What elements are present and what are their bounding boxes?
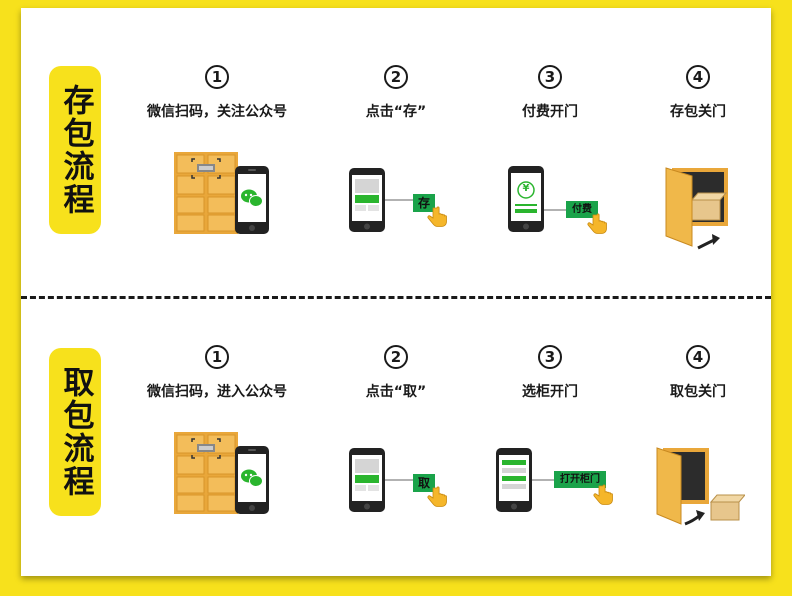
phone-icon — [508, 166, 544, 232]
store-step-4: 4 存包关门 — [608, 65, 788, 121]
hand-pointer-icon — [587, 213, 609, 235]
wechat-icon — [241, 189, 263, 207]
step-title: 付费开门 — [522, 104, 578, 120]
package-icon — [690, 192, 728, 221]
process-card: 存包流程 1 微信扫码，关注公众号 2 点击“存” 3 付费开门 4 存包关门 — [21, 8, 771, 576]
retrieve-process-label: 取包流程 — [49, 348, 101, 516]
hand-pointer-icon — [593, 484, 615, 506]
arrow-icon — [697, 234, 720, 250]
step-title: 点击“取” — [365, 384, 427, 400]
step-title: 微信扫码，关注公众号 — [147, 104, 287, 120]
step-title: 取包关门 — [670, 384, 726, 400]
connector-line — [544, 208, 566, 212]
locker-icon — [174, 432, 238, 514]
pay-button: 付费 — [566, 201, 598, 218]
hand-pointer-icon — [427, 486, 449, 508]
phone-icon — [349, 168, 385, 232]
package-icon — [709, 494, 745, 521]
step-number-badge: 3 — [538, 65, 562, 89]
locker-door-icon — [655, 446, 745, 536]
step-number-badge: 2 — [384, 345, 408, 369]
step-title: 点击“存” — [365, 104, 427, 120]
store-process-label: 存包流程 — [49, 66, 101, 234]
currency-symbol: ¥ — [522, 183, 530, 194]
retrieve-step-2: 2 点击“取” — [306, 345, 486, 401]
open-locker-button: 打开柜门 — [554, 471, 606, 488]
connector-line — [385, 478, 415, 482]
store-process-label-text: 存包流程 — [57, 84, 94, 216]
step-number-badge: 2 — [384, 65, 408, 89]
connector-line — [385, 198, 415, 202]
step-number-badge: 3 — [538, 345, 562, 369]
locker-door-icon — [664, 166, 744, 256]
retrieve-process-label-text: 取包流程 — [57, 366, 94, 498]
step-title: 微信扫码，进入公众号 — [147, 384, 287, 400]
step-number-badge: 4 — [686, 65, 710, 89]
store-step-3: 3 付费开门 — [460, 65, 640, 121]
retrieve-button: 取 — [413, 474, 435, 492]
qr-scan-icon — [191, 158, 221, 179]
step-number-badge: 1 — [205, 65, 229, 89]
hand-pointer-icon — [427, 206, 449, 228]
qr-scan-icon — [191, 438, 221, 459]
step-number-badge: 1 — [205, 345, 229, 369]
wechat-icon — [241, 469, 263, 487]
phone-icon — [235, 446, 269, 514]
step-title: 存包关门 — [670, 104, 726, 120]
section-divider — [21, 296, 771, 299]
arrow-icon — [684, 510, 705, 526]
locker-icon — [174, 152, 238, 234]
store-step-1: 1 微信扫码，关注公众号 — [127, 65, 307, 121]
retrieve-step-3: 3 选柜开门 — [460, 345, 640, 401]
retrieve-step-1: 1 微信扫码，进入公众号 — [127, 345, 307, 401]
step-number-badge: 4 — [686, 345, 710, 369]
step-title: 选柜开门 — [522, 384, 578, 400]
phone-icon — [235, 166, 269, 234]
store-button: 存 — [413, 194, 435, 212]
phone-icon — [349, 448, 385, 512]
retrieve-step-4: 4 取包关门 — [608, 345, 788, 401]
store-step-2: 2 点击“存” — [306, 65, 486, 121]
connector-line — [532, 478, 554, 482]
phone-icon — [496, 448, 532, 512]
